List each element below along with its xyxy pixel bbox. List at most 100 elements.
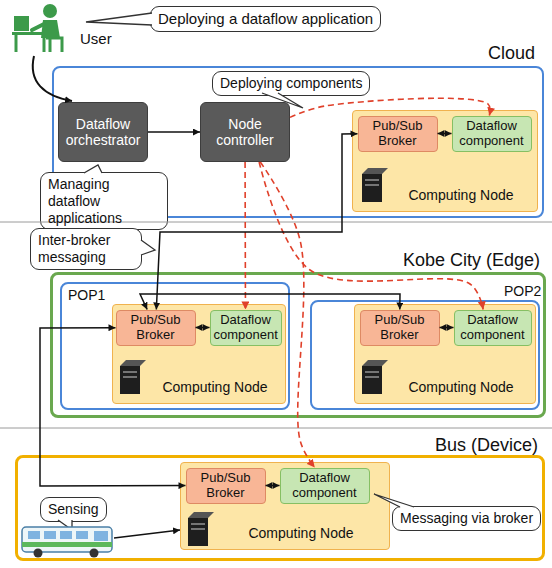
deploy-connector [259, 162, 483, 310]
region-heading: Cloud [488, 43, 535, 64]
node-text: Dataflow component [214, 313, 278, 343]
process-box: Node controller [200, 102, 290, 162]
callout-tail [141, 240, 155, 255]
callout-tail [262, 93, 303, 108]
component-box: Dataflow component [454, 310, 532, 346]
node-text: Pub/Sub Broker [362, 119, 434, 149]
broker-box: Pub/Sub Broker [360, 310, 440, 346]
server-line [191, 529, 205, 530]
server-body [362, 366, 382, 394]
broker-box: Pub/Sub Broker [116, 310, 196, 346]
process-box: Dataflow orchestrator [58, 102, 148, 162]
message-connector [196, 327, 210, 329]
bus-window [44, 531, 56, 539]
bus-illustration [22, 527, 112, 558]
server-line [123, 377, 137, 378]
server-line [365, 372, 379, 373]
message-connector [140, 294, 400, 310]
server-top [362, 360, 388, 366]
callout-tail [84, 165, 102, 173]
arm-shape [32, 24, 44, 30]
bus-window [60, 531, 72, 539]
node-text: Computing Node [389, 187, 533, 203]
server-top [120, 360, 146, 366]
node-text: Managing dataflow applications [48, 176, 160, 226]
region-heading: POP2 [504, 283, 541, 299]
user-icon [12, 4, 62, 52]
sensing-arrow [114, 530, 180, 538]
bus-window [76, 531, 88, 539]
node-text: Computing Node [149, 379, 281, 395]
node-text: Dataflow orchestrator [62, 116, 144, 148]
callout-box: Inter-broker messaging [30, 228, 142, 270]
node-text: Node controller [204, 116, 286, 148]
bus-stripe [22, 542, 112, 547]
server-icon [188, 512, 214, 546]
bus-wheel [90, 549, 99, 558]
head-shape [43, 4, 57, 18]
region-heading: Kobe City (Edge) [403, 250, 540, 271]
broker-box: Pub/Sub Broker [186, 468, 266, 504]
server-icon [120, 360, 146, 394]
component-box: Dataflow component [210, 310, 282, 346]
server-top [362, 168, 388, 174]
node-text: Pub/Sub Broker [120, 313, 192, 343]
region-heading: Bus (Device) [435, 435, 538, 456]
broker-box: Pub/Sub Broker [358, 116, 438, 152]
server-body [120, 366, 140, 394]
server-icon [362, 360, 388, 394]
server-line [365, 180, 379, 181]
node-text: Computing Node [391, 379, 531, 395]
node-text: Deploying components [220, 75, 362, 92]
server-line [365, 185, 379, 186]
desk-shape [12, 32, 48, 35]
server-body [188, 518, 208, 546]
node-text: Inter-broker messaging [38, 232, 134, 266]
message-connector [266, 485, 280, 487]
message-connector [156, 134, 357, 310]
node-text: Dataflow component [456, 119, 528, 149]
component-box: Dataflow component [280, 468, 370, 504]
component-box: Dataflow component [452, 116, 532, 152]
computing-node-box: Computing Node Pub/Sub Broker Dataflow com… [180, 462, 390, 550]
region-box: POP2Computing NodePub/Sub BrokerDataflow… [310, 300, 540, 410]
chair-shape [46, 38, 62, 52]
node-text: Sensing [48, 501, 99, 518]
desk-leg [43, 35, 46, 52]
callout-box: Messaging via broker [392, 506, 541, 531]
node-text: Dataflow component [284, 471, 366, 501]
region-box: POP1Computing Node Pub/Sub Broker Dataflow… [60, 282, 290, 410]
separator-line [0, 222, 552, 223]
bus-window [94, 531, 108, 541]
deploy-connector [260, 162, 315, 468]
deploy-connector [290, 98, 490, 117]
callout-box: Deploying a dataflow application [150, 6, 381, 32]
message-connector [440, 327, 454, 329]
callout-box: Sensing [40, 497, 107, 522]
server-icon [362, 168, 388, 202]
monitor-shape [14, 16, 29, 31]
server-line [191, 524, 205, 525]
user-arrow [33, 56, 72, 101]
server-line [365, 377, 379, 378]
region-heading: POP1 [68, 287, 105, 303]
deploy-connector [244, 162, 246, 310]
callout-tail [374, 494, 414, 507]
bus-wheel [34, 549, 43, 558]
message-connector [438, 133, 452, 135]
bus-body [22, 527, 112, 552]
node-text: Pub/Sub Broker [364, 313, 436, 343]
node-text: Pub/Sub Broker [190, 471, 262, 501]
node-text: Deploying a dataflow application [158, 10, 373, 28]
server-top [188, 512, 214, 518]
message-connector [40, 328, 186, 486]
message-connector [148, 131, 200, 133]
server-body [362, 174, 382, 202]
node-text: Computing Node [217, 525, 385, 541]
person-label: User [80, 30, 112, 47]
callout-box: Managing dataflow applications [40, 172, 168, 230]
desk-leg [15, 35, 18, 52]
node-text: Dataflow component [458, 313, 528, 343]
bus-window [28, 531, 40, 539]
callout-box: Deploying components [212, 71, 370, 96]
